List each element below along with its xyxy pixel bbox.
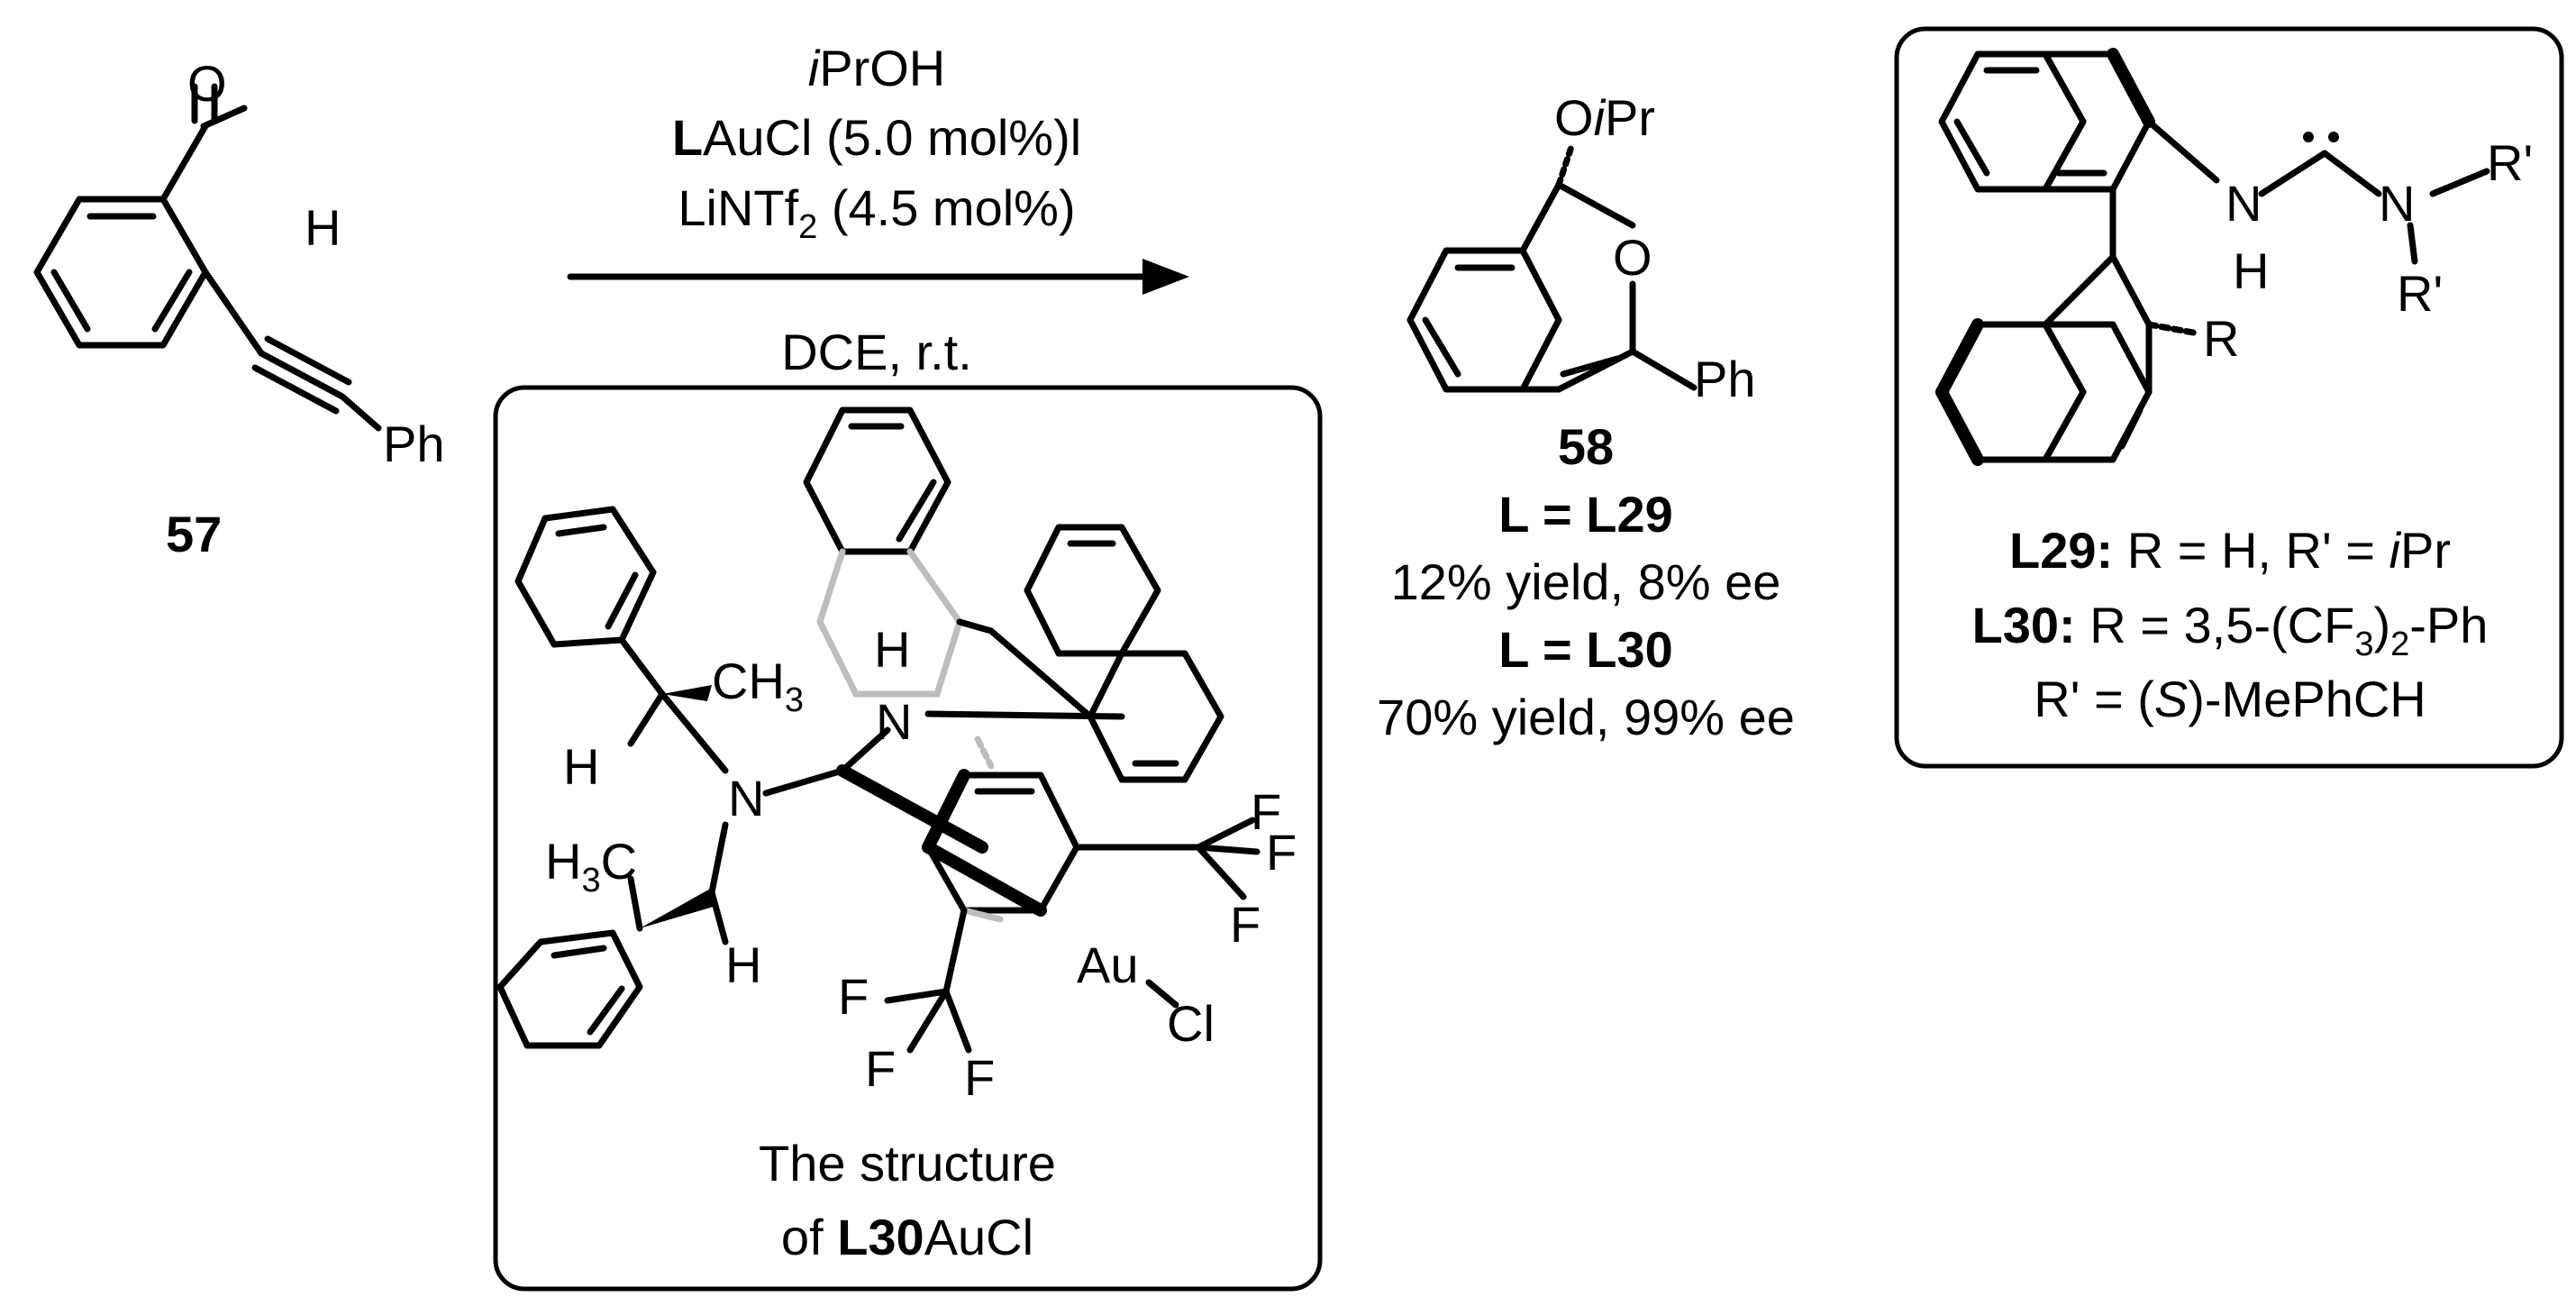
result-l30-ligand: L = L30 — [1498, 621, 1673, 678]
ligand-structure-box — [1894, 26, 2564, 769]
complex-nh-h-label: H — [874, 621, 910, 678]
alkyne-ph-label: Ph — [383, 416, 445, 472]
complex-caption-line2: of L30AuCl — [781, 1209, 1033, 1265]
complex-h-bottom: H — [725, 936, 761, 993]
ligand-r-prime-definition: R' = (S)-MePhCH — [2034, 671, 2426, 727]
cf3-left-f3: F — [964, 1049, 995, 1106]
condition-additive: LiNTf2 (4.5 mol%) — [678, 179, 1075, 246]
ligand-n-right: N — [2379, 175, 2415, 232]
cf3-right-f1: F — [1251, 783, 1281, 840]
complex-caption-line1: The structure — [759, 1135, 1056, 1192]
complex-h3c-label: H3C — [545, 833, 637, 900]
condition-catalyst: LAuCl (5.0 mol%)l — [672, 109, 1081, 166]
complex-ch3-top: CH3 — [712, 653, 804, 719]
cf3-right-f3: F — [1230, 896, 1261, 953]
product-number: 58 — [1558, 418, 1614, 475]
ligand-n-left: N — [2226, 175, 2262, 232]
complex-n-amine: N — [876, 693, 912, 750]
ligand-l30-definition: L30: R = 3,5-(CF3)2-Ph — [1972, 597, 2489, 663]
aldehyde-o-label: O — [187, 55, 227, 112]
condition-solvent: iPrOH — [808, 40, 945, 96]
ligand-structure — [1935, 48, 2490, 466]
result-l30-text: 70% yield, 99% ee — [1377, 689, 1795, 745]
complex-h-left: H — [563, 738, 599, 795]
reactant-number: 57 — [166, 506, 222, 562]
reaction-arrow — [567, 259, 1189, 295]
ligand-l29-definition: L29: R = H, R' = iPr — [2009, 522, 2451, 579]
l30aucl-structure — [496, 406, 1261, 1054]
ligand-r-prime-bottom: R' — [2397, 265, 2443, 322]
cf3-left-f1: F — [838, 968, 869, 1025]
product-ph-label: Ph — [1694, 351, 1756, 407]
result-l29-ligand: L = L29 — [1498, 486, 1673, 543]
product-58-structure — [1406, 141, 1698, 393]
product-ring-o: O — [1613, 229, 1652, 286]
aldehyde-h-label: H — [305, 199, 341, 256]
ligand-nh-h: H — [2233, 242, 2269, 299]
cf3-right-f2: F — [1266, 824, 1297, 881]
complex-au-label: Au — [1077, 936, 1139, 993]
result-l29-text: 12% yield, 8% ee — [1391, 553, 1781, 610]
complex-cl-label: Cl — [1167, 995, 1215, 1052]
ligand-r-substituent: R — [2203, 310, 2239, 367]
ligand-r-prime-top: R' — [2487, 134, 2533, 191]
complex-n-left: N — [728, 770, 764, 827]
product-oipr-label: OiPr — [1554, 89, 1655, 146]
cf3-left-f2: F — [865, 1040, 896, 1097]
reactant-57-structure — [33, 83, 382, 432]
condition-solvent-temp: DCE, r.t. — [781, 324, 972, 380]
benzene-ring-57 — [33, 196, 209, 349]
complex-structure-box — [493, 385, 1323, 1292]
